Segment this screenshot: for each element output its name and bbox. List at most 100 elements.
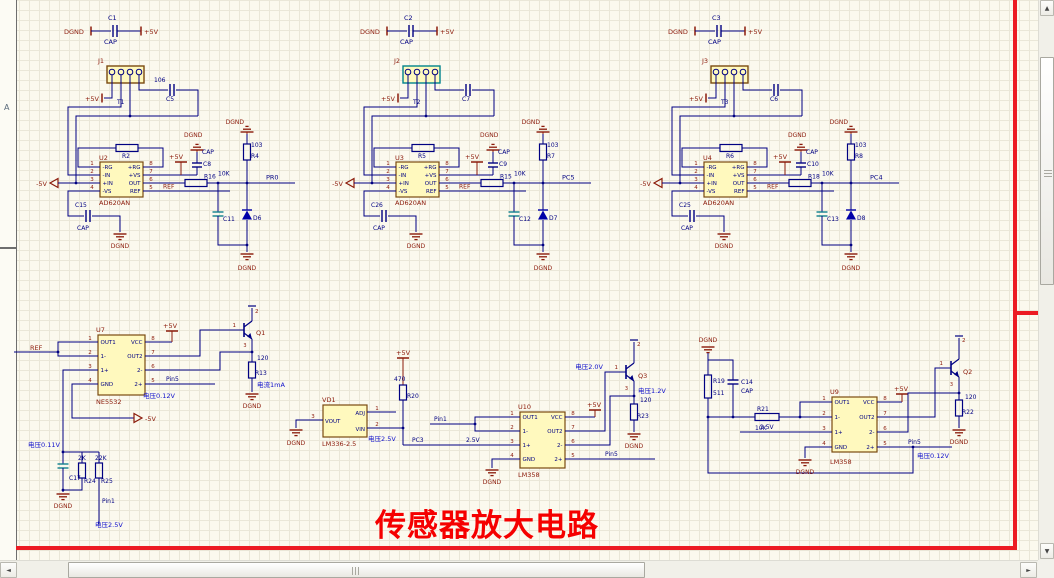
label[interactable]: DGND: [64, 28, 84, 36]
label[interactable]: R21: [757, 406, 769, 413]
label[interactable]: -5V: [640, 180, 651, 188]
label[interactable]: C11: [223, 216, 235, 223]
label[interactable]: C1: [108, 14, 117, 22]
label[interactable]: +5V: [144, 28, 159, 36]
label[interactable]: C9: [499, 161, 507, 168]
label[interactable]: Q1: [256, 329, 265, 337]
wire[interactable]: [434, 83, 464, 91]
label[interactable]: DGND: [699, 337, 718, 344]
label[interactable]: R19: [713, 378, 725, 385]
label[interactable]: C12: [519, 216, 531, 223]
label[interactable]: 2.5V: [760, 424, 775, 431]
label[interactable]: C2: [404, 14, 413, 22]
label[interactable]: U10: [518, 403, 531, 411]
label[interactable]: T3: [720, 99, 729, 106]
wire[interactable]: [373, 147, 412, 168]
label[interactable]: PR0: [266, 174, 279, 182]
wire[interactable]: [742, 147, 768, 168]
label[interactable]: R20: [407, 393, 419, 400]
label[interactable]: DGND: [534, 265, 553, 272]
scroll-up-button[interactable]: ▲: [1040, 0, 1054, 16]
label[interactable]: 2.5V: [466, 437, 481, 444]
label[interactable]: 电压2.5V: [368, 434, 396, 443]
wire[interactable]: [295, 419, 308, 428]
label[interactable]: 511: [713, 390, 725, 397]
wire[interactable]: [400, 83, 409, 99]
label[interactable]: C14: [741, 379, 753, 386]
label[interactable]: 10K: [514, 171, 527, 178]
ic-body[interactable]: [322, 404, 368, 438]
wire[interactable]: [799, 401, 817, 417]
label[interactable]: +5V: [773, 153, 788, 161]
label[interactable]: +5V: [163, 322, 178, 330]
label[interactable]: 106: [154, 77, 166, 84]
label[interactable]: REF: [459, 184, 471, 191]
label[interactable]: -5V: [36, 180, 47, 188]
wire[interactable]: [513, 216, 543, 246]
label[interactable]: +5V: [440, 28, 455, 36]
wire[interactable]: [363, 190, 381, 217]
label[interactable]: 470: [394, 376, 406, 383]
label[interactable]: DGND: [238, 265, 257, 272]
wire[interactable]: [707, 417, 914, 474]
label[interactable]: R7: [547, 153, 555, 160]
label[interactable]: +5V: [689, 95, 704, 103]
label[interactable]: +5V: [587, 401, 602, 409]
wire[interactable]: [708, 359, 734, 380]
label[interactable]: 103: [251, 142, 263, 149]
label[interactable]: -5V: [145, 415, 156, 423]
wire[interactable]: [63, 478, 83, 491]
label[interactable]: C17: [69, 475, 81, 482]
label[interactable]: LM336-2.5: [322, 440, 356, 448]
connector-body[interactable]: [710, 65, 749, 84]
label[interactable]: PC3: [412, 437, 424, 444]
label[interactable]: R25: [101, 478, 113, 485]
label[interactable]: C6: [770, 96, 778, 103]
label[interactable]: DGND: [407, 243, 426, 250]
label[interactable]: U2: [99, 154, 108, 162]
label[interactable]: DGND: [111, 243, 130, 250]
label[interactable]: C10: [807, 161, 819, 168]
ic-body[interactable]: [97, 334, 146, 396]
label[interactable]: DGND: [950, 439, 969, 446]
label[interactable]: 电流1mA: [257, 380, 285, 389]
wire[interactable]: [434, 147, 460, 168]
label[interactable]: 120: [640, 397, 652, 404]
schematic-title[interactable]: 传感器放大电路: [375, 508, 599, 543]
label[interactable]: 电压1.2V: [638, 386, 666, 395]
label[interactable]: +5V: [465, 153, 480, 161]
label[interactable]: AD620AN: [395, 199, 426, 207]
label[interactable]: DGND: [480, 132, 499, 139]
label[interactable]: CAP: [104, 38, 117, 46]
label[interactable]: C3: [712, 14, 721, 22]
horizontal-scrollbar-thumb[interactable]: [68, 562, 645, 578]
label[interactable]: R2: [122, 153, 130, 160]
label[interactable]: R23: [637, 413, 649, 420]
label[interactable]: DGND: [287, 440, 306, 447]
label[interactable]: R22: [962, 409, 974, 416]
label[interactable]: D8: [857, 215, 866, 222]
label[interactable]: REF: [163, 184, 175, 191]
wire[interactable]: [77, 147, 116, 168]
label[interactable]: R13: [255, 370, 267, 377]
label[interactable]: 103: [547, 142, 559, 149]
scroll-down-button[interactable]: ▼: [1040, 543, 1054, 559]
wire[interactable]: [363, 83, 418, 176]
wire[interactable]: [92, 215, 121, 232]
label[interactable]: PC5: [562, 174, 575, 182]
scroll-right-button[interactable]: ►: [1020, 562, 1037, 578]
label[interactable]: DGND: [715, 243, 734, 250]
ic-body[interactable]: [395, 161, 440, 198]
wire[interactable]: [62, 369, 83, 452]
label[interactable]: LM358: [830, 458, 852, 466]
label[interactable]: R8: [855, 153, 863, 160]
label[interactable]: Q3: [638, 372, 647, 380]
label[interactable]: R15: [500, 174, 512, 181]
label[interactable]: 电压2.5V: [95, 520, 123, 529]
label[interactable]: 120: [965, 394, 977, 401]
wire[interactable]: [57, 341, 83, 357]
label[interactable]: R5: [418, 153, 426, 160]
wire[interactable]: [742, 83, 772, 91]
